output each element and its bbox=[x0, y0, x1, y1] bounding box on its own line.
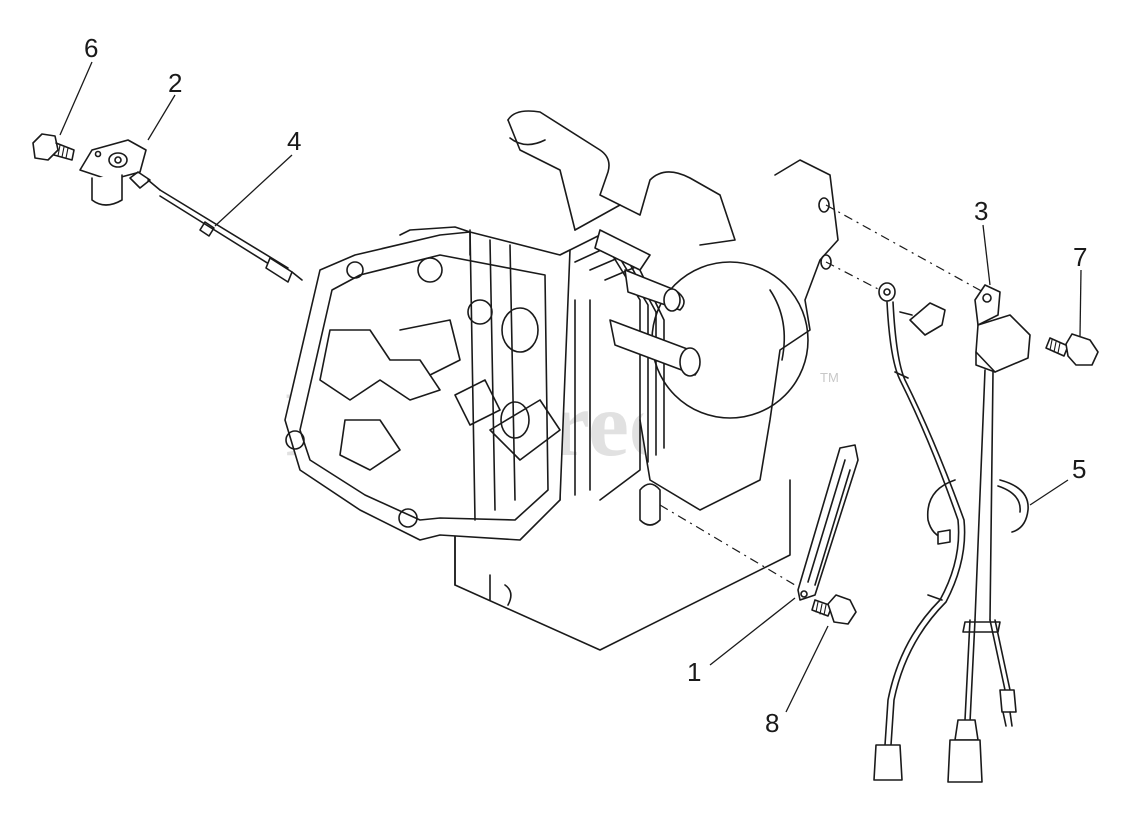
ground-wire bbox=[873, 282, 966, 781]
pushrod-bosses bbox=[594, 229, 701, 377]
part-5-cable-tie bbox=[926, 479, 1029, 545]
part-2-oil-sensor bbox=[79, 139, 147, 206]
part-8-bolt bbox=[811, 594, 857, 625]
callout-5: 5 bbox=[1072, 454, 1086, 484]
callout-6: 6 bbox=[84, 33, 98, 63]
callout-1: 1 bbox=[687, 657, 701, 687]
part-1-plate bbox=[797, 444, 859, 601]
part-7-bolt bbox=[1045, 333, 1099, 366]
callout-labels: 6 2 4 3 7 5 1 8 bbox=[84, 33, 1087, 738]
leader-lines bbox=[59, 61, 1082, 713]
callout-2: 2 bbox=[168, 68, 182, 98]
engine-block bbox=[284, 110, 839, 651]
part-6-bolt bbox=[32, 133, 75, 161]
callout-4: 4 bbox=[287, 126, 301, 156]
callout-8: 8 bbox=[765, 708, 779, 738]
cylinder-head bbox=[284, 226, 571, 541]
callout-7: 7 bbox=[1073, 242, 1087, 272]
part-4-wire bbox=[129, 171, 303, 283]
part-3-coil bbox=[947, 284, 1031, 783]
callout-3: 3 bbox=[974, 196, 988, 226]
assembly-lines bbox=[659, 204, 986, 589]
watermark-tm: TM bbox=[820, 370, 839, 385]
